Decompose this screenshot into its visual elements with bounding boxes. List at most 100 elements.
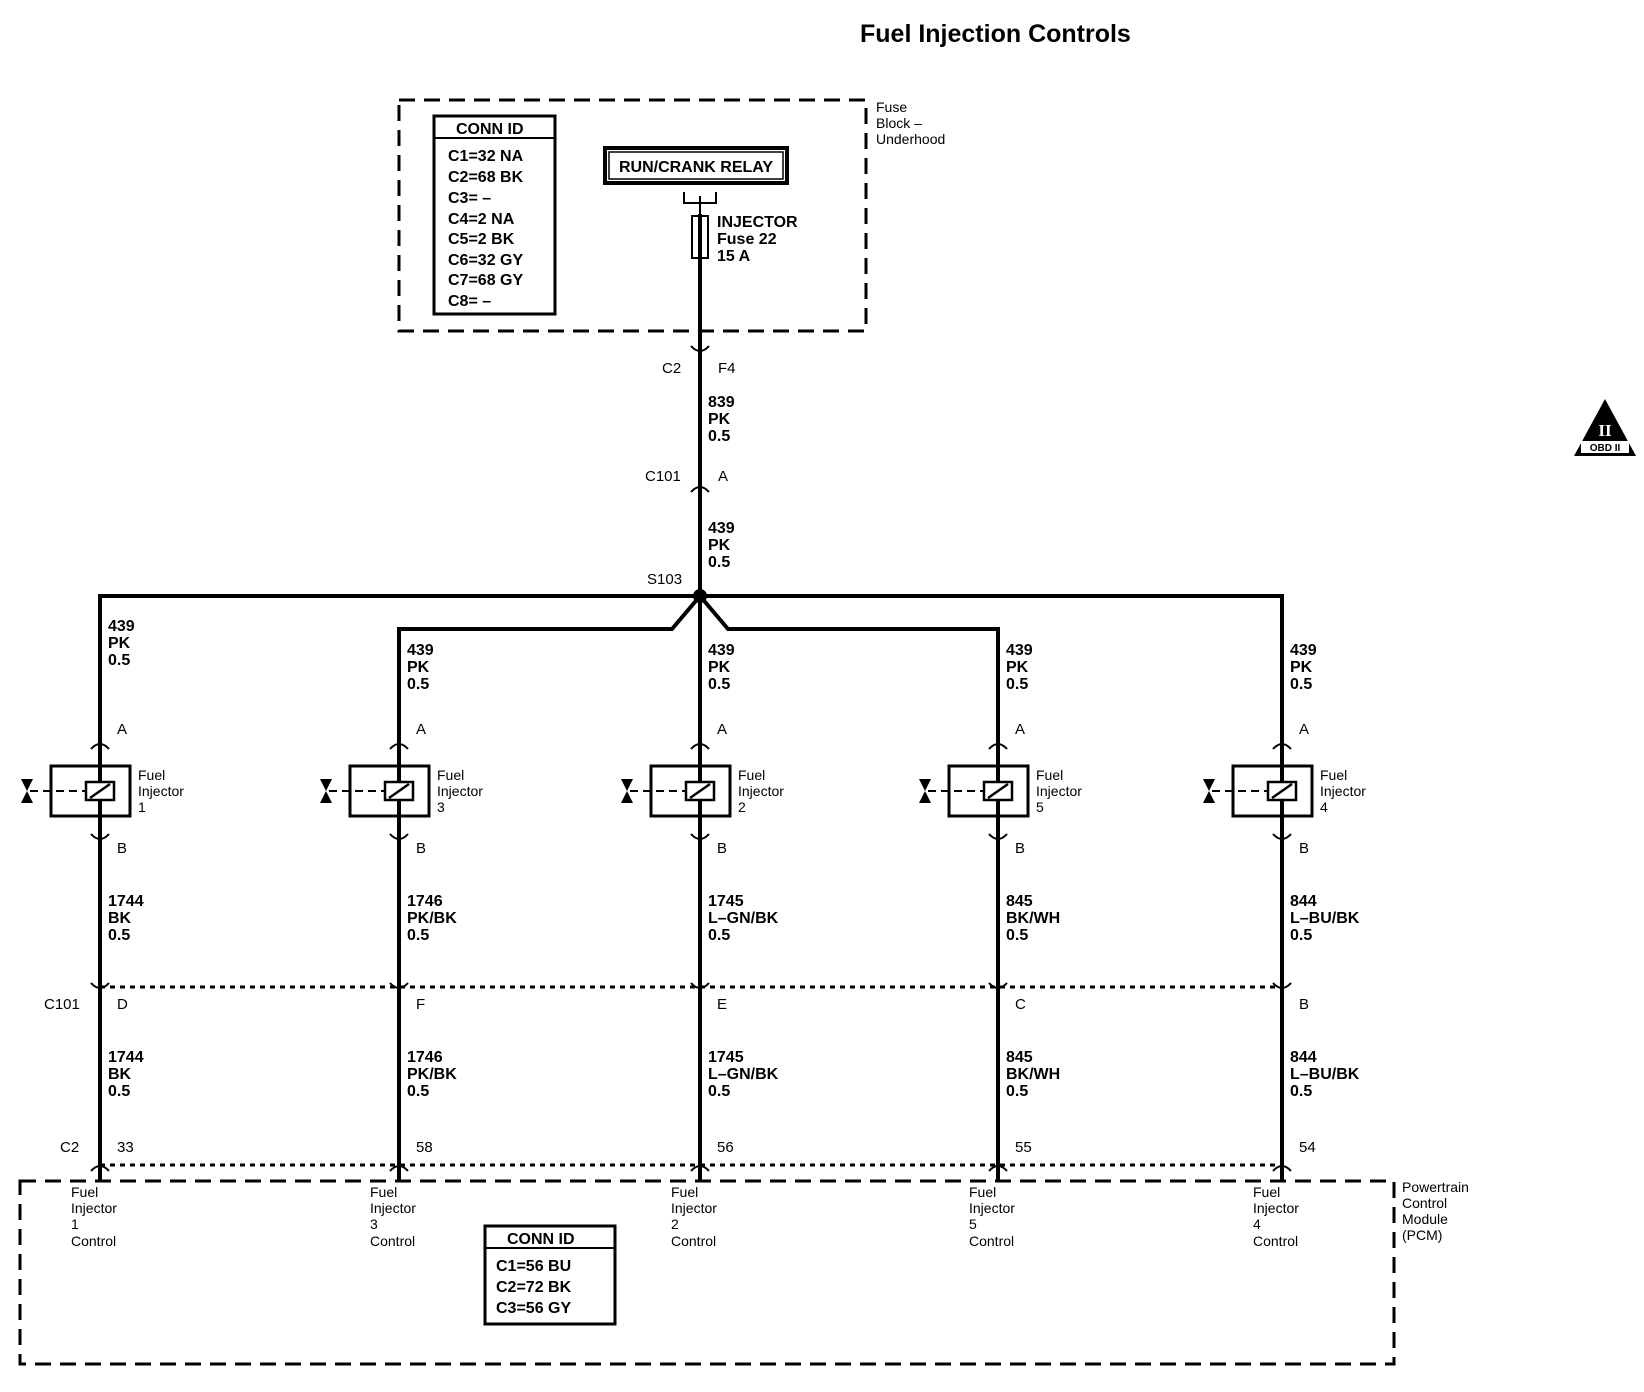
wire-circuit: 839 [708,394,735,411]
wire-circuit: 845 [1006,893,1033,910]
wire-gauge: 0.5 [1006,676,1028,693]
wire-circuit: 844 [1290,893,1317,910]
solenoid-slash [689,782,711,800]
wire-color: PK [108,635,131,652]
connector-arc [690,345,710,352]
injector-label-line: Fuel [738,767,765,783]
fuse-block-connector-c2: C2 F4 [662,345,736,377]
conn-id-header: CONN ID [456,121,524,138]
relay-box [603,146,789,185]
injector-label-line: Injector [1320,783,1366,799]
wire-color: PK [708,411,731,428]
conn-id-row: C2=68 BK [448,169,524,186]
fuse-block-label-line: Underhood [876,131,945,147]
wire-gauge: 0.5 [407,1083,429,1100]
pcm-label-line: Control [1402,1195,1447,1211]
wire-gauge: 0.5 [407,676,429,693]
wire-color: L–BU/BK [1290,1066,1360,1083]
injector-label-line: 2 [738,799,746,815]
pcm-control-label-line: Control [71,1233,116,1249]
injector-column: 439PK0.5AFuelInjector3B1746PK/BK0.5F1746… [320,642,483,1249]
pin-b-arc [389,833,409,840]
wire-color: PK [407,659,430,676]
injector-column: 439PK0.5AFuelInjector4B844L–BU/BK0.5B844… [1203,642,1366,1249]
pcm-control-label-line: 2 [671,1216,679,1232]
wire-color: L–GN/BK [708,1066,779,1083]
wire-gauge: 0.5 [1006,927,1028,944]
c101-mid-label: C101 [44,996,80,1013]
pcm-control-label-line: Injector [71,1200,117,1216]
fuse-block-label-line: Block – [876,115,922,131]
wire-color: BK/WH [1006,1066,1060,1083]
feed-wire-injector-3 [397,594,702,734]
injector-valve-icon [1203,779,1215,803]
splice-label: S103 [647,571,682,588]
pcm-control-label-line: Injector [969,1200,1015,1216]
fuse-label-line: INJECTOR [717,214,798,231]
feed-wire-injector-4 [700,594,1284,734]
wire-gauge: 0.5 [407,927,429,944]
conn-id-row: C5=2 BK [448,231,515,248]
wire-circuit: 439 [407,642,434,659]
injector-label-line: Fuel [1036,767,1063,783]
c101-pin-label: B [1299,996,1309,1013]
wire-circuit: 439 [108,618,135,635]
conn-id-row: C7=68 GY [448,272,523,289]
conn-id-row: C3= – [448,190,491,207]
relay-label: RUN/CRANK RELAY [619,159,773,176]
pin-b-label: B [1299,840,1309,857]
fuse-block-label: Fuse Block – Underhood [876,99,945,147]
c101-pin-label: D [117,996,128,1013]
wire-gauge: 0.5 [1006,1083,1028,1100]
solenoid-slash [89,782,111,800]
pcm-pin-label: 33 [117,1139,134,1156]
injector-label-line: Injector [738,783,784,799]
fuse-block-label-line: Fuse [876,99,907,115]
connector-pin: F4 [718,360,736,377]
wire-color: BK/WH [1006,910,1060,927]
obd-numeral: II [1598,421,1612,440]
injector-label-line: 1 [138,799,146,815]
obd-label: OBD II [1590,443,1621,454]
pcm-label: Powertrain Control Module (PCM) [1402,1179,1469,1243]
pin-a-label: A [117,721,127,738]
pcm-label-line: (PCM) [1402,1227,1442,1243]
injector-label-line: 3 [437,799,445,815]
conn-id-row: C1=56 BU [496,1258,571,1275]
pcm-control-label-line: Fuel [71,1184,98,1200]
connector-name: C101 [645,468,681,485]
injector-label-line: Fuel [138,767,165,783]
pin-b-arc [1272,833,1292,840]
wire-color: PK/BK [407,910,457,927]
pcm-pin-label: 56 [717,1139,734,1156]
solenoid-slash [388,782,410,800]
pcm-control-label-line: 3 [370,1216,378,1232]
pin-b-label: B [1015,840,1025,857]
pcm-control-label-line: Control [969,1233,1014,1249]
wire-circuit: 439 [1006,642,1033,659]
connector-name: C2 [662,360,681,377]
injector-fuse: INJECTOR Fuse 22 15 A [691,214,798,265]
injector-label-line: Injector [1036,783,1082,799]
fuse-block-conn-id-table: CONN ID C1=32 NA C2=68 BK C3= – C4=2 NA … [432,114,557,316]
injector-valve-icon [320,779,332,803]
wire-gauge: 0.5 [1290,676,1312,693]
pcm-control-label-line: Fuel [671,1184,698,1200]
pcm-boundary [18,1179,1396,1366]
c101-pin-arc [988,982,1008,989]
conn-id-row: C4=2 NA [448,211,515,228]
c101-pin-label: E [717,996,727,1013]
wire-439-main-label: 439 PK 0.5 [708,520,735,571]
wire-circuit: 1746 [407,1049,443,1066]
diagram-title: Fuel Injection Controls [860,20,1131,48]
fuse-label-line: Fuse 22 [717,231,777,248]
wire-gauge: 0.5 [108,927,130,944]
pcm-control-label-line: Control [370,1233,415,1249]
conn-id-header: CONN ID [507,1231,575,1248]
pin-a-label: A [1015,721,1025,738]
pin-b-label: B [717,840,727,857]
injector-label-line: Injector [138,783,184,799]
injector-label-line: 5 [1036,799,1044,815]
pcm-pin-arc [389,1165,409,1172]
